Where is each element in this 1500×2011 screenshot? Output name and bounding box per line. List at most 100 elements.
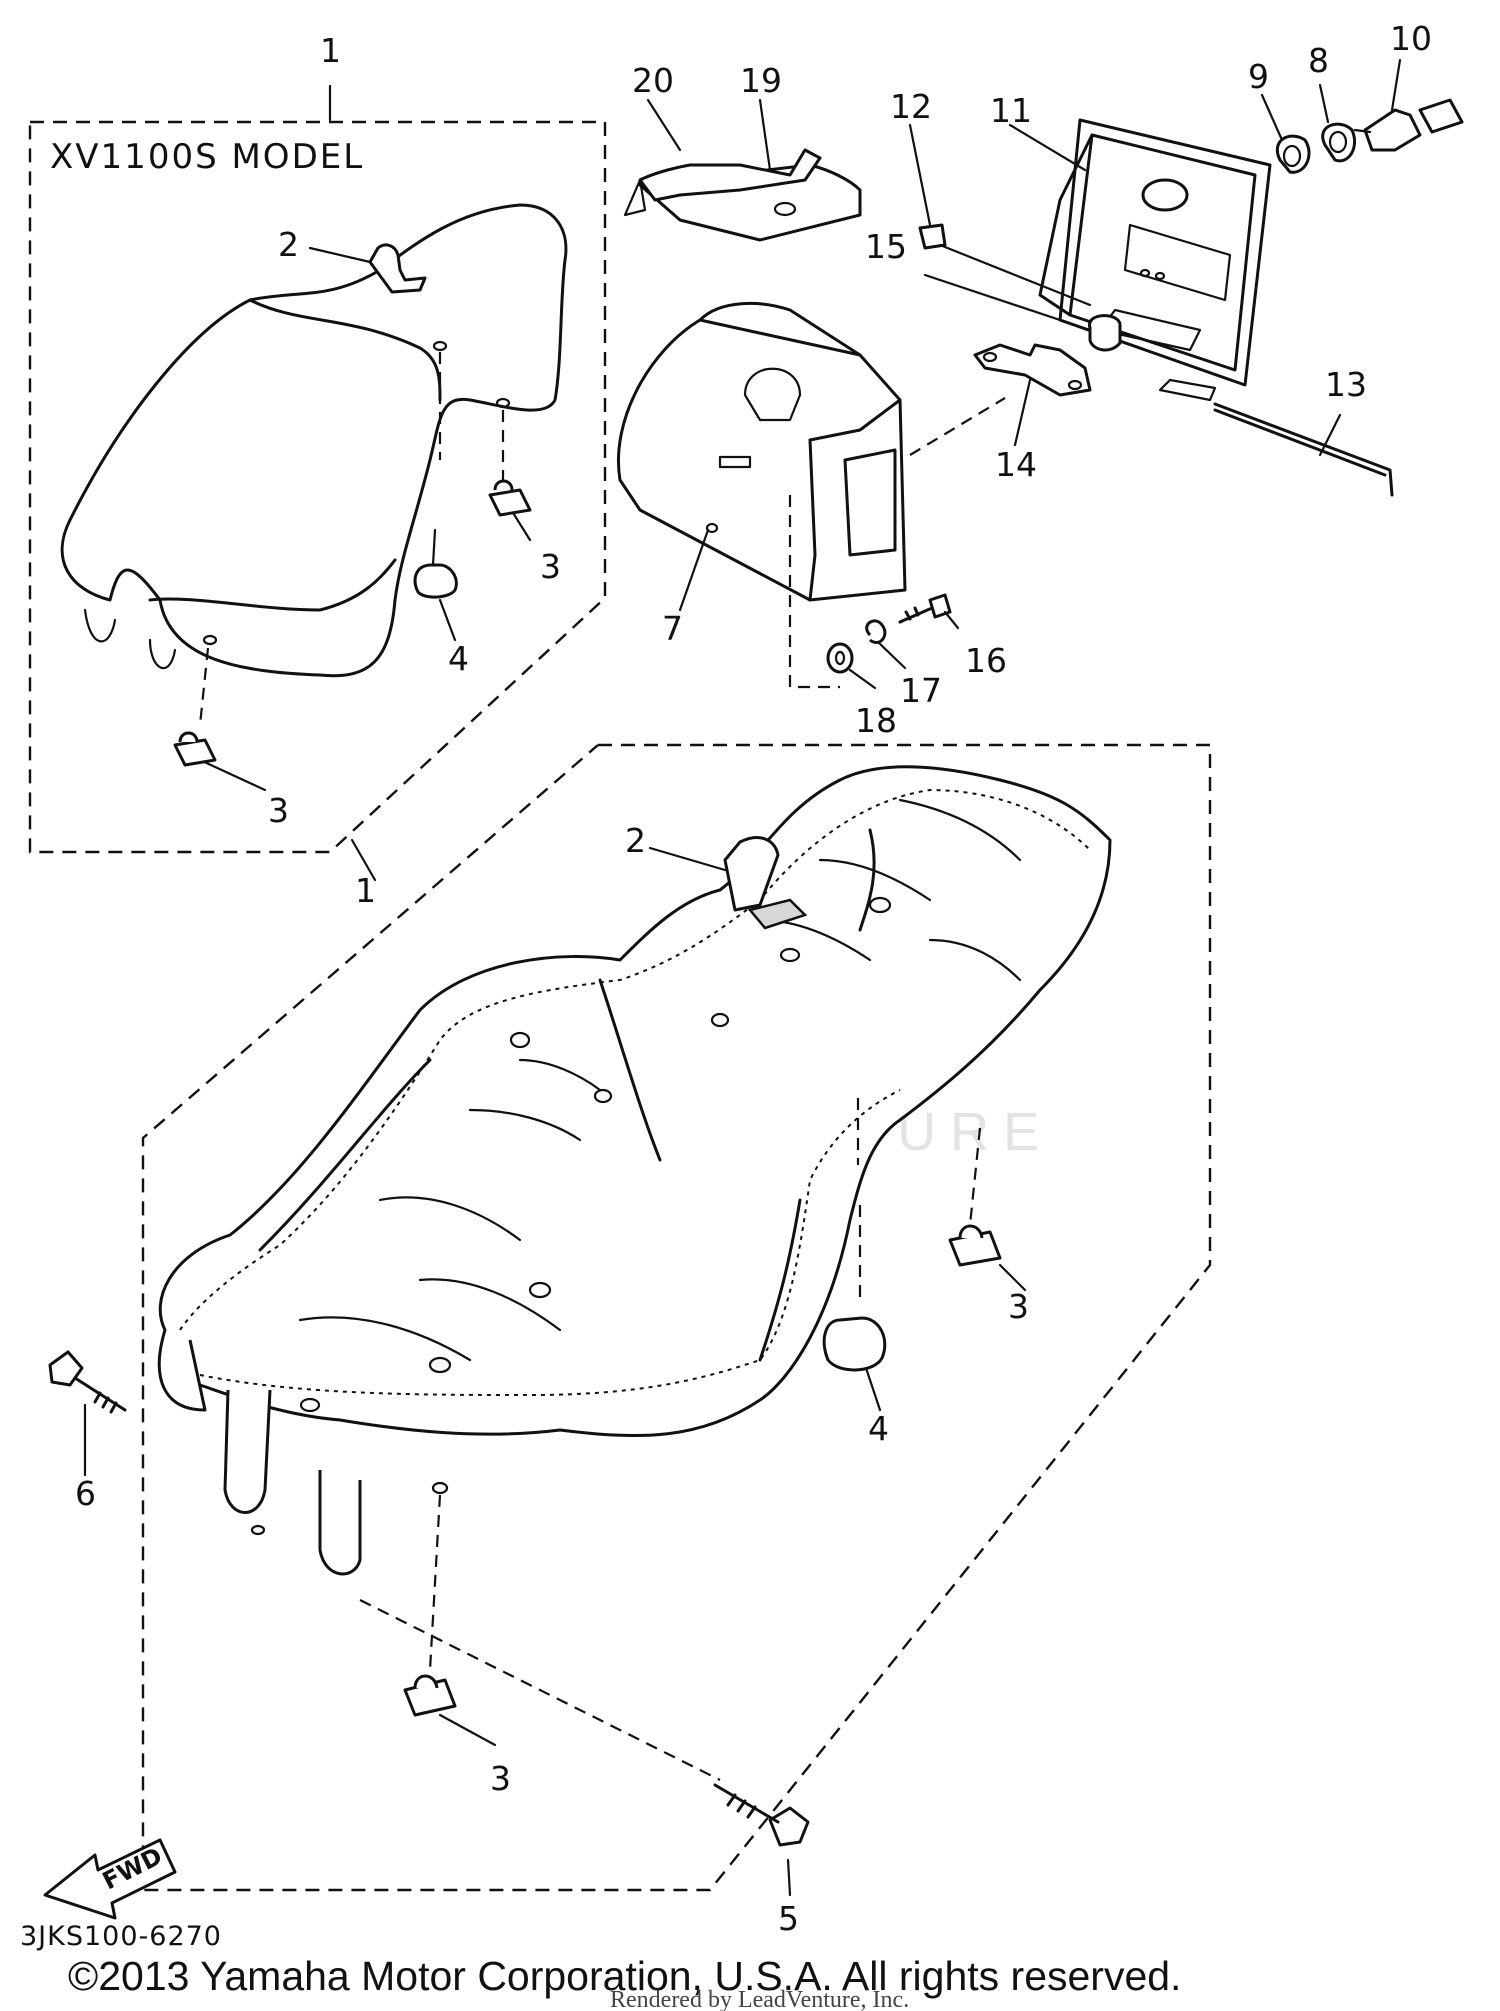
seat-bracket <box>223 1389 272 1514</box>
leader-line <box>350 838 377 882</box>
leader-line <box>938 243 1092 307</box>
damper-4 <box>413 563 458 599</box>
leader-line <box>428 1494 442 1671</box>
bracket-hole <box>1067 379 1083 391</box>
inset-border <box>28 120 607 854</box>
lock-cylinder-10 <box>1363 108 1422 152</box>
seat-wrinkle <box>298 1316 472 1362</box>
strap-20 <box>638 148 822 202</box>
callout-7: 7 <box>662 609 683 648</box>
lid-rim <box>1068 133 1257 372</box>
leader-line <box>438 1713 497 1747</box>
washer-18-hole <box>834 650 846 666</box>
leader-line <box>1260 93 1284 142</box>
lid-hole <box>1139 268 1151 278</box>
callout-2: 2 <box>625 821 646 860</box>
mount-hole <box>495 397 511 409</box>
callout-1: 1 <box>320 31 341 70</box>
copyright: ©2013 Yamaha Motor Corporation, U.S.A. A… <box>68 1953 1181 1999</box>
seat-wrinkle <box>818 858 932 902</box>
lock-washer-17 <box>865 619 887 644</box>
seat-button <box>779 947 801 963</box>
leader-line <box>648 846 727 872</box>
callout-16: 16 <box>965 641 1007 680</box>
seat-strap <box>368 243 427 294</box>
seat-wrinkle <box>598 978 662 1162</box>
seat-button <box>299 1397 321 1413</box>
cap-nut-15 <box>1088 314 1122 352</box>
strap-hole <box>773 201 797 217</box>
bracket-14 <box>973 343 1092 397</box>
callout-2: 2 <box>278 225 299 264</box>
washer-9-hole <box>1282 144 1302 168</box>
nut-3 <box>493 479 514 491</box>
forward-arrow: FWD <box>43 1838 177 1920</box>
nut-3 <box>173 738 217 767</box>
leader-line <box>359 1599 721 1781</box>
box-edge <box>808 438 817 602</box>
storage-box-assembly: 20 19 12 11 9 8 10 15 13 14 7 16 17 18 <box>617 19 1464 740</box>
lid-lock-hole <box>1141 178 1189 212</box>
leader-line <box>758 98 772 172</box>
leader-line <box>1390 58 1402 112</box>
leader-line <box>786 1858 792 1897</box>
callout-11: 11 <box>990 91 1032 130</box>
callout-4: 4 <box>448 639 469 678</box>
seat-button <box>428 1356 452 1374</box>
seat-bracket <box>318 1470 362 1576</box>
nut-3 <box>413 1674 439 1689</box>
xv1100s-seat <box>60 203 568 678</box>
seat-wrinkle <box>758 1198 802 1362</box>
seat-tail <box>157 1329 207 1412</box>
bolt-16-shank <box>898 606 934 624</box>
rod-13 <box>1213 408 1387 477</box>
leader-line <box>943 610 960 630</box>
seat-bracket <box>83 608 117 643</box>
leader-line <box>863 1363 882 1412</box>
seat-wrinkle <box>258 1058 432 1252</box>
main-seat-shape <box>158 765 1112 1438</box>
leader-line <box>198 647 210 726</box>
mount-hole <box>432 340 448 352</box>
leader-line <box>678 528 710 612</box>
callout-4: 4 <box>868 1409 889 1448</box>
nut-3 <box>958 1224 984 1239</box>
lock-cam <box>1353 128 1372 134</box>
leader-line <box>308 246 372 264</box>
leader-line <box>876 640 907 670</box>
callout-20: 20 <box>632 61 674 100</box>
seat-wrinkle <box>928 938 1022 982</box>
callout-8: 8 <box>1308 41 1329 80</box>
leader-line <box>1013 378 1032 447</box>
leader-line <box>909 397 1006 456</box>
seat-stitch <box>179 788 1091 1331</box>
seat-button <box>509 1031 531 1049</box>
seat-strap-plate <box>747 898 808 930</box>
box-lock-recess <box>743 367 802 422</box>
seat-wrinkle <box>418 1278 562 1332</box>
seat-wrinkle <box>378 1196 522 1242</box>
callout-3: 3 <box>268 791 289 830</box>
callout-15: 15 <box>865 227 907 266</box>
callout-12: 12 <box>890 87 932 126</box>
seat-seam <box>248 298 422 350</box>
leader-line <box>968 1127 982 1226</box>
rod-13 <box>1213 402 1394 497</box>
seat-button <box>593 1088 613 1104</box>
callout-14: 14 <box>995 445 1037 484</box>
leader-line <box>646 98 682 152</box>
key-10 <box>1418 98 1464 134</box>
callout-10: 10 <box>1390 19 1432 58</box>
seat-button <box>710 1012 730 1028</box>
seat-wrinkle <box>858 828 876 932</box>
callout-17: 17 <box>900 671 942 710</box>
leader-line <box>1318 413 1342 457</box>
mount-hole <box>431 1481 449 1495</box>
callout-19: 19 <box>740 61 782 100</box>
mount-hole <box>250 1524 266 1536</box>
callout-3: 3 <box>1008 1287 1029 1326</box>
seat-stitch <box>199 1089 901 1397</box>
box-window <box>843 448 897 557</box>
seat-button <box>868 896 892 914</box>
nut-3 <box>488 488 532 517</box>
